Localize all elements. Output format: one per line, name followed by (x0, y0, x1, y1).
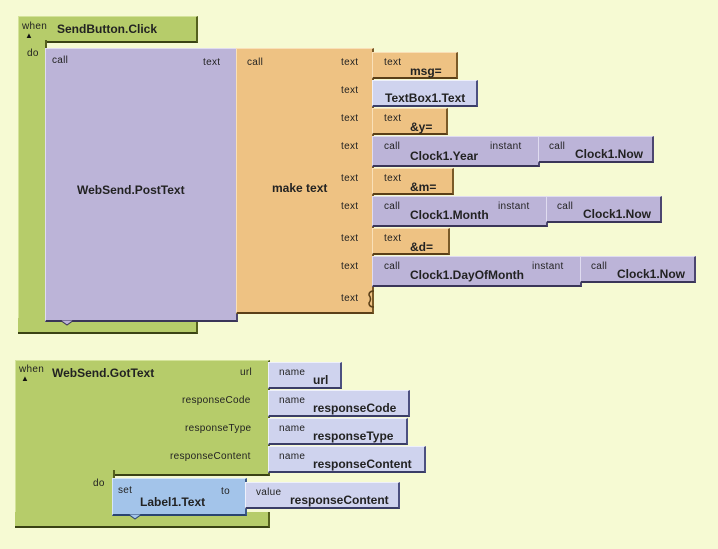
call-label: call (247, 57, 264, 68)
call-block-clock1-now[interactable] (538, 136, 654, 163)
event-name: WebSend.GotText (52, 366, 155, 380)
notch-icon (60, 320, 74, 326)
name-tag: name (279, 423, 306, 434)
socket-label: text (341, 261, 359, 272)
value-block-responsecontent[interactable] (245, 482, 400, 509)
event-block-sendbutton-click[interactable] (18, 16, 198, 43)
method-name: Clock1.Now (617, 267, 686, 281)
text-value: msg= (410, 64, 442, 78)
name-tag: name (279, 367, 306, 378)
text-tag: text (384, 113, 402, 124)
arg-label: instant (498, 201, 530, 212)
call-label: call (384, 201, 401, 212)
param-label: responseType (185, 423, 252, 434)
name-value: responseType (313, 429, 394, 443)
call-block-clock1-month[interactable] (372, 196, 548, 227)
method-name: Clock1.DayOfMonth (410, 268, 525, 282)
text-block-d[interactable] (372, 228, 450, 255)
arg-label: instant (490, 141, 522, 152)
socket-label: text (341, 113, 359, 124)
event-block-websend-gottext[interactable] (15, 360, 270, 476)
socket-label: text (341, 85, 359, 96)
name-value: responseCode (313, 401, 397, 415)
property-name: Label1.Text (140, 495, 206, 509)
param-label: responseCode (182, 395, 251, 406)
value-tag: value (256, 487, 282, 498)
text-value: &y= (410, 120, 433, 134)
method-name: Clock1.Month (410, 208, 489, 222)
call-block-clock1-dayofmonth[interactable] (372, 256, 582, 287)
call-block-clock1-year[interactable] (372, 136, 540, 167)
name-block-url[interactable] (268, 362, 342, 389)
param-label: responseContent (170, 451, 251, 462)
call-block-clock1-now[interactable] (546, 196, 662, 223)
socket-label: text (341, 233, 359, 244)
method-name: Clock1.Now (583, 207, 652, 221)
call-label: call (557, 201, 574, 212)
call-label: call (384, 141, 401, 152)
make-text-block[interactable] (236, 48, 374, 314)
getter-block-textbox1-text[interactable] (372, 80, 478, 107)
call-label: call (384, 261, 401, 272)
text-value: &d= (410, 240, 434, 254)
call-label: call (591, 261, 608, 272)
text-tag: text (384, 173, 402, 184)
text-block-m[interactable] (372, 168, 454, 195)
text-block-msg[interactable] (372, 52, 458, 79)
notch-icon (128, 514, 142, 520)
name-value: responseContent (313, 457, 412, 471)
arg-label: text (203, 57, 221, 68)
call-label: call (52, 55, 69, 66)
socket-label: text (341, 57, 359, 68)
empty-socket-icon[interactable] (367, 290, 375, 308)
collapse-icon[interactable]: ▲ (21, 374, 29, 383)
name-block-responsecontent[interactable] (268, 446, 426, 473)
event-name: SendButton.Click (57, 22, 158, 36)
value-name: responseContent (290, 493, 389, 507)
do-label: do (27, 48, 39, 59)
name-tag: name (279, 451, 306, 462)
when-label: when (19, 364, 45, 375)
text-tag: text (384, 57, 402, 68)
method-name: Clock1.Now (575, 147, 644, 161)
socket-label: text (341, 201, 359, 212)
call-block-clock1-now[interactable] (580, 256, 696, 283)
to-label: to (221, 486, 230, 497)
arg-label: instant (532, 261, 564, 272)
name-value: url (313, 373, 329, 387)
set-block-label1-text[interactable] (112, 478, 247, 516)
socket-label: text (341, 141, 359, 152)
name-tag: name (279, 395, 306, 406)
do-label: do (93, 478, 105, 489)
call-label: call (549, 141, 566, 152)
text-block-y[interactable] (372, 108, 448, 135)
socket-label: text (341, 173, 359, 184)
event-block-body[interactable] (18, 40, 47, 334)
name-block-responsecode[interactable] (268, 390, 410, 417)
name-block-responsetype[interactable] (268, 418, 408, 445)
socket-label: text (341, 293, 359, 304)
set-label: set (118, 485, 133, 496)
call-block-websend-posttext[interactable] (45, 48, 238, 322)
method-name: Clock1.Year (410, 149, 479, 163)
text-tag: text (384, 233, 402, 244)
make-text-title: make text (272, 181, 328, 195)
text-value: &m= (410, 180, 437, 194)
event-block-footer[interactable] (15, 512, 270, 528)
getter-value: TextBox1.Text (385, 91, 466, 105)
when-label: when (22, 21, 48, 32)
collapse-icon[interactable]: ▲ (25, 31, 33, 40)
param-label: url (240, 367, 253, 378)
method-name: WebSend.PostText (77, 183, 185, 197)
